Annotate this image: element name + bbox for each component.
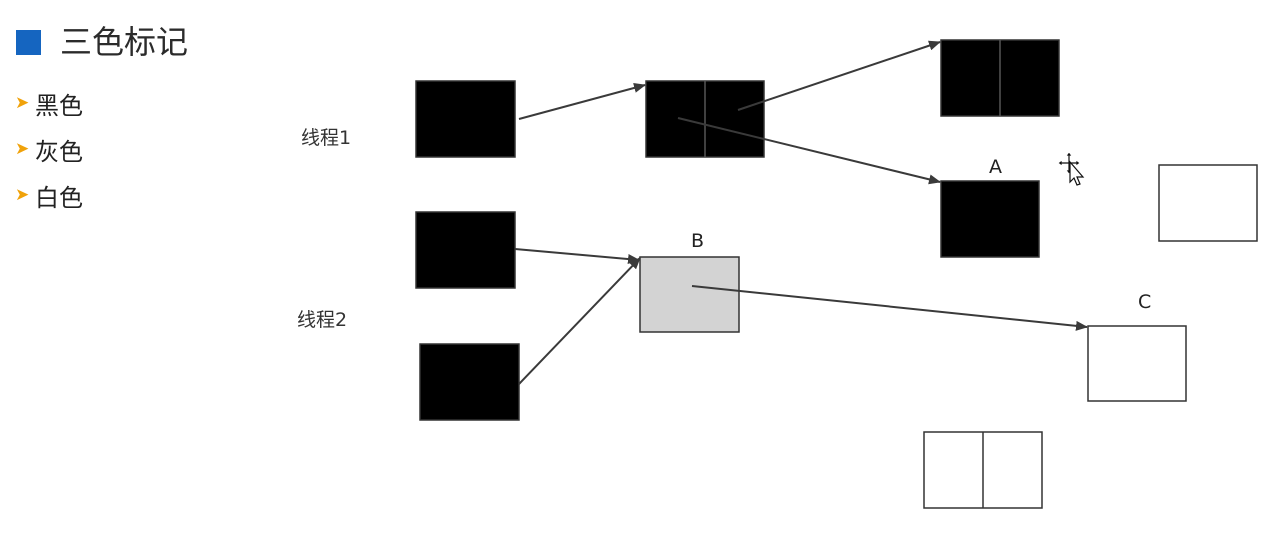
edge-middle-to-topright (737, 40, 941, 111)
edge-root1-to-middle (518, 83, 646, 120)
root1-node (415, 80, 516, 158)
thread2-label: 线程2 (297, 309, 348, 331)
node-a (940, 180, 1040, 258)
title-text: 三色标记 (60, 23, 189, 61)
thread1-middle-node (645, 80, 765, 158)
thread1-label: 线程1 (301, 127, 352, 149)
node-c-label: C (1138, 291, 1152, 313)
page-title: 三色标记 (16, 22, 188, 62)
arrow-bullet-icon: ➤ (15, 93, 30, 113)
top-right-node (940, 39, 1060, 117)
node-a-label: A (989, 156, 1002, 178)
node-b-label: B (691, 230, 705, 252)
move-cursor-icon (1057, 151, 1085, 186)
root3-node (419, 343, 520, 421)
arrow-bullet-icon: ➤ (15, 139, 30, 159)
legend-list: ➤ 黑色 ➤ 灰色 ➤ 白色 (15, 80, 83, 218)
edge-root3-to-b (518, 257, 641, 385)
edge-root2-to-b (514, 248, 640, 265)
node-c (1087, 325, 1187, 402)
bottom-white-node (923, 431, 1043, 509)
edge-middle-to-a (677, 117, 941, 185)
arrow-bullet-icon: ➤ (15, 185, 30, 205)
square-bullet-icon (16, 29, 41, 55)
white-unreferenced-node (1158, 164, 1258, 242)
node-b (639, 256, 740, 333)
legend-item-white: ➤ 白色 (15, 183, 83, 212)
edge-b-to-c (691, 285, 1088, 331)
root2-node (415, 211, 516, 289)
legend-item-black: ➤ 黑色 (15, 91, 83, 120)
legend-item-gray: ➤ 灰色 (15, 137, 83, 166)
